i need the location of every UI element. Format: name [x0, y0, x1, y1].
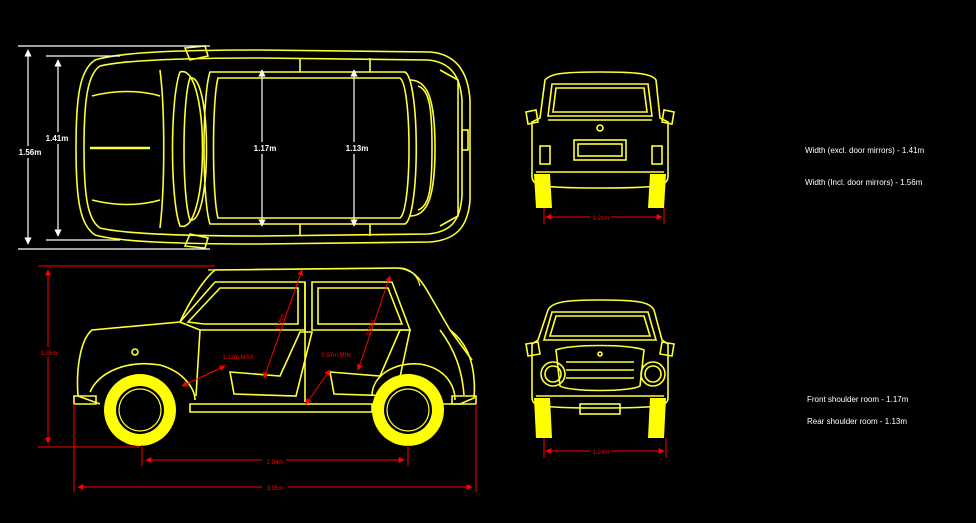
wheelbase-label: 2.04m: [267, 460, 284, 466]
side-view-labels: 1.35m 2.04m 3.05m 1.12m MAX 0.97m MIN 0.…: [36, 313, 376, 492]
front-shoulder-room-note: Front shoulder room - 1.17m: [807, 395, 909, 404]
front-view: [525, 299, 675, 415]
front-headroom-label: 0.98m: [275, 313, 286, 331]
height-label: 1.35m: [41, 351, 58, 357]
body-width-label: 1.41m: [46, 134, 69, 143]
front-view-tyres: [534, 398, 666, 438]
rear-shoulder-room-note: Rear shoulder room - 1.13m: [807, 417, 908, 426]
rear-shoulder-label: 1.13m: [346, 144, 369, 153]
width-incl-mirrors-note: Width (Incl. door mirrors) - 1.56m: [805, 178, 923, 187]
top-view: [75, 45, 471, 249]
front-track-label: 1.24m: [593, 450, 610, 456]
front-legroom-label: 1.12m MAX: [222, 355, 253, 361]
overall-width-label: 1.56m: [19, 148, 42, 157]
rear-track-label: 1.21m: [593, 216, 610, 222]
rear-view-tyres: [534, 174, 666, 208]
top-view-labels: 1.56m 1.41m 1.17m 1.13m: [16, 132, 372, 158]
front-shoulder-label: 1.17m: [254, 144, 277, 153]
rear-legroom-label: 0.97m MIN: [321, 353, 350, 359]
rear-headroom-label: 0.94m: [366, 319, 377, 337]
side-view-wheels: [104, 374, 444, 446]
length-label: 3.05m: [267, 486, 284, 492]
rear-view: [525, 71, 675, 189]
width-excl-mirrors-note: Width (excl. door mirrors) - 1.41m: [805, 146, 925, 155]
